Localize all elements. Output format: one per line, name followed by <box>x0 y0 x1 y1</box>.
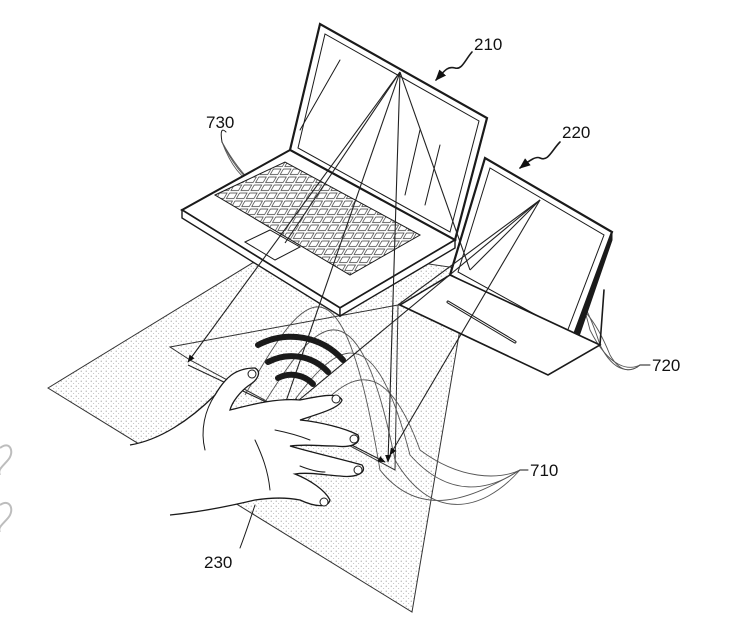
leader-lines <box>220 51 651 549</box>
label-720: 720 <box>652 356 680 375</box>
laptop-beams <box>187 71 471 463</box>
label-230: 230 <box>204 553 232 572</box>
tablet-device <box>398 156 614 376</box>
reference-labels: 210 220 730 720 710 230 <box>204 35 680 572</box>
hand-illustration <box>129 367 365 516</box>
scissors-icon <box>0 444 13 532</box>
label-710: 710 <box>530 461 558 480</box>
label-210: 210 <box>474 35 502 54</box>
wireless-signal-icon <box>255 333 346 387</box>
tablet-beams <box>292 199 541 456</box>
label-220: 220 <box>562 123 590 142</box>
label-730: 730 <box>206 113 234 132</box>
